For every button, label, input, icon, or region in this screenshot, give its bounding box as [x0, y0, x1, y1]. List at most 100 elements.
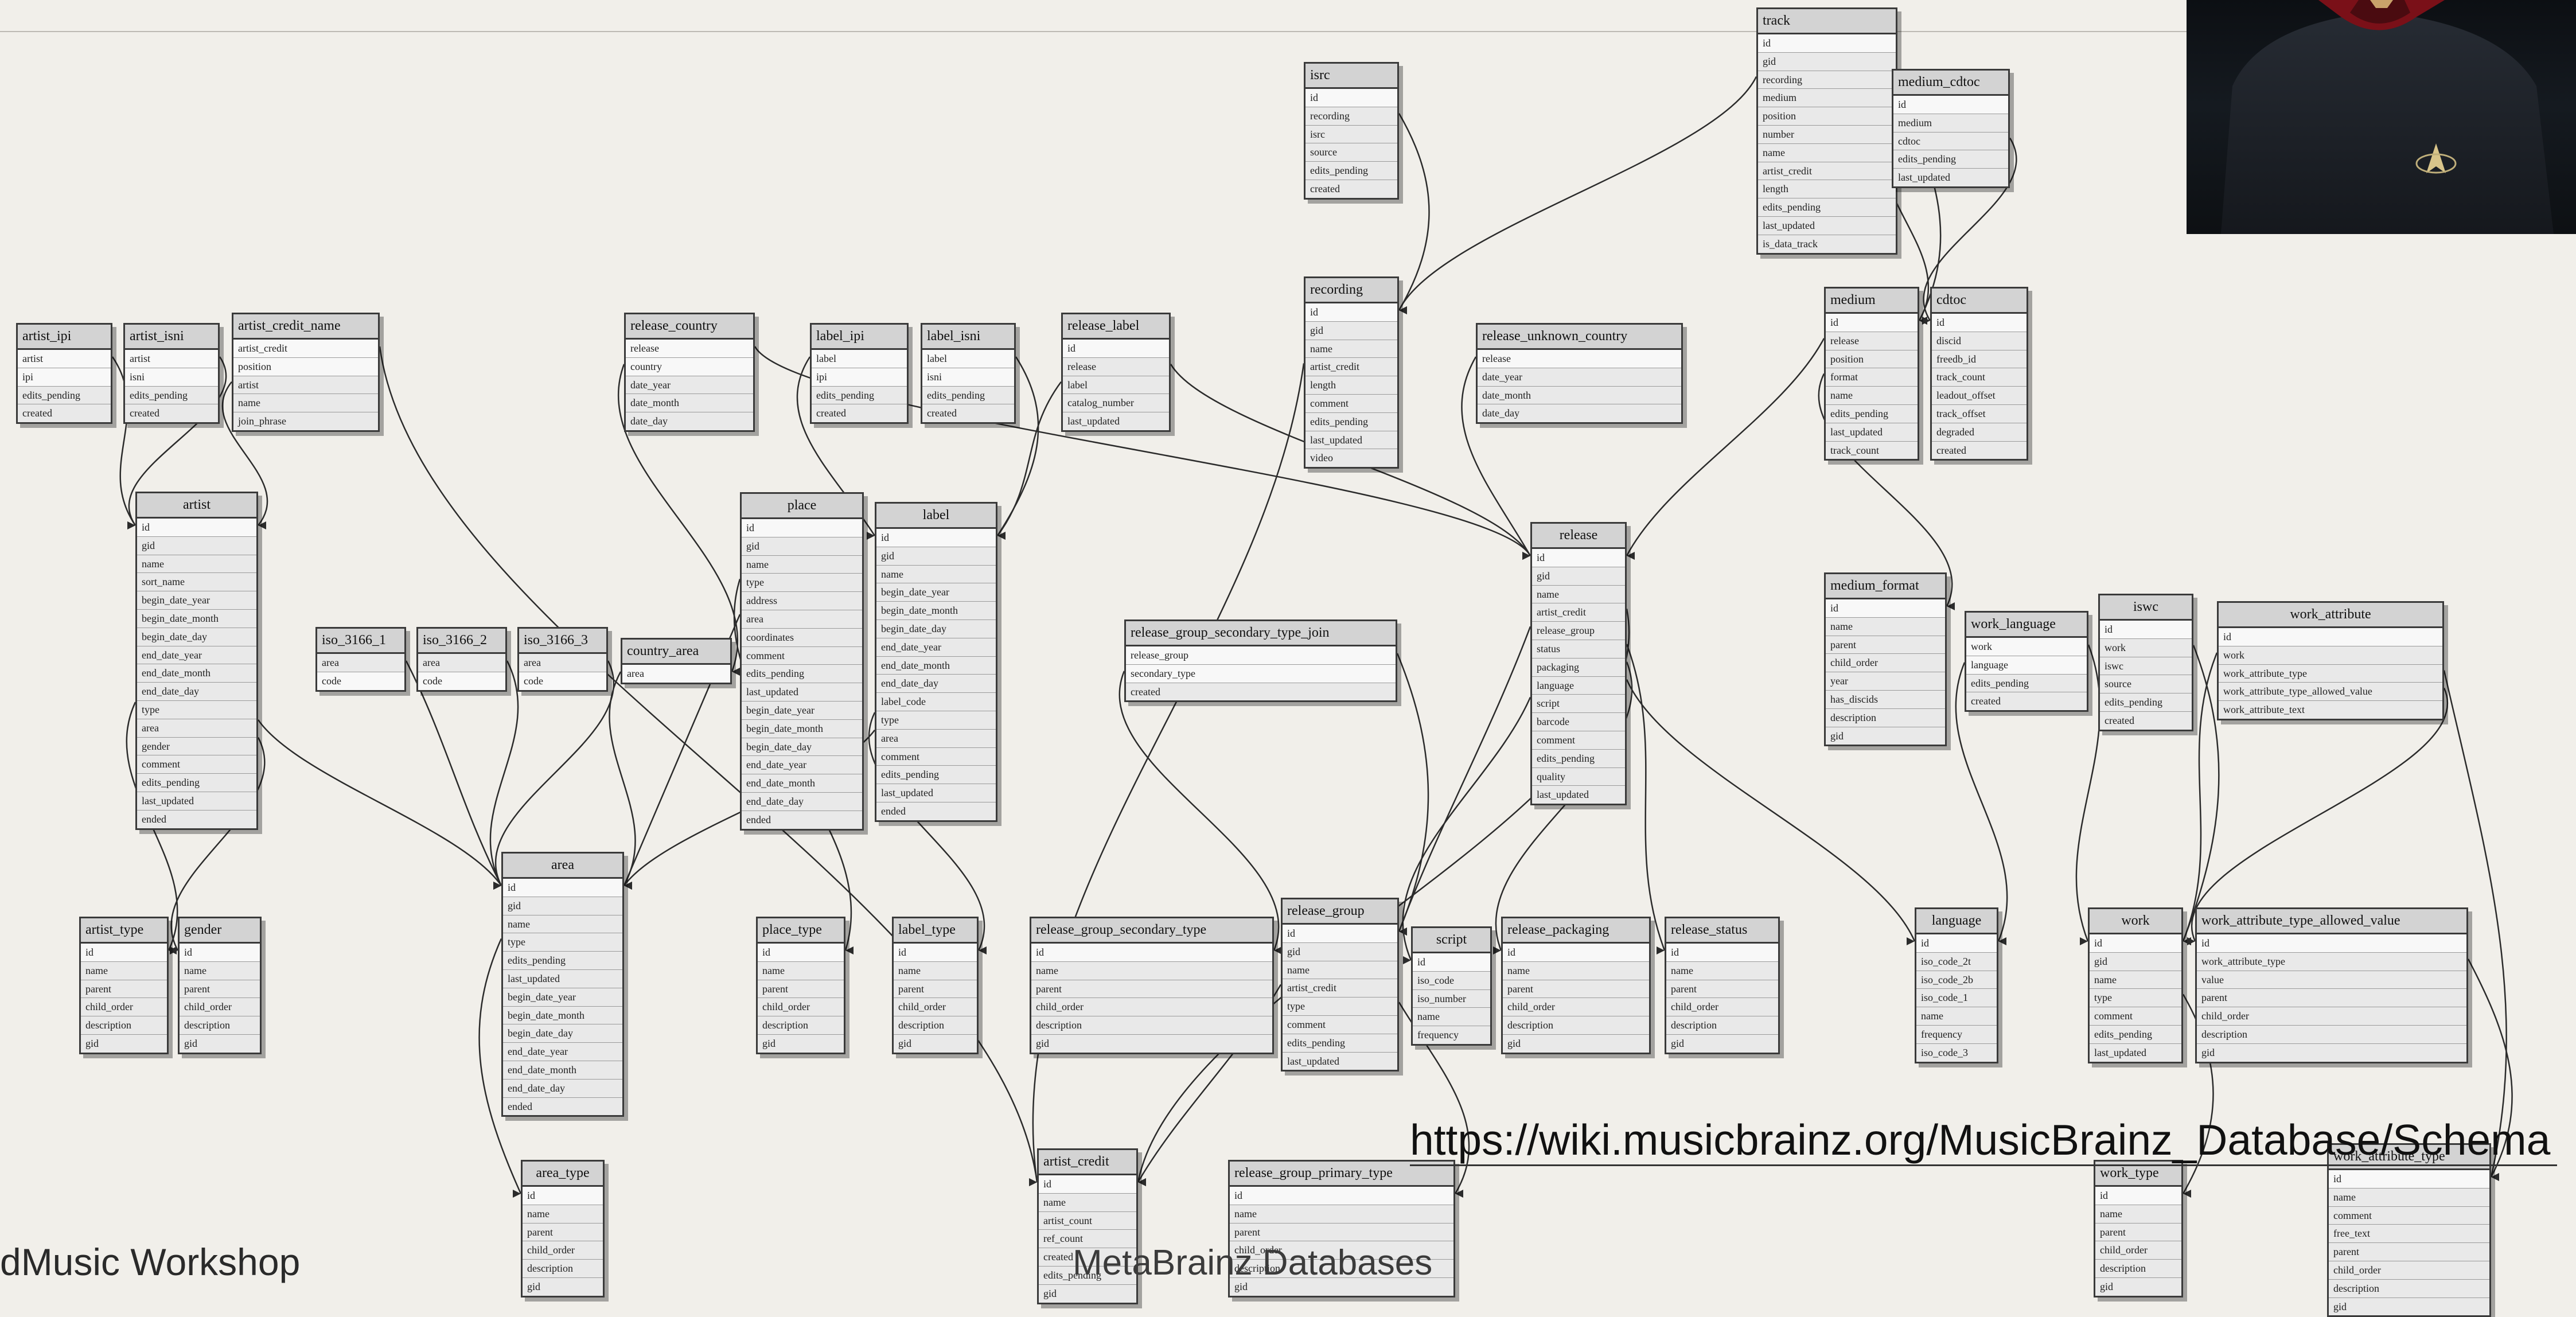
table-field: id: [2329, 1170, 2489, 1189]
table-field: length: [1305, 376, 1397, 395]
table-field: description: [894, 1016, 977, 1035]
table-field: date_year: [626, 376, 753, 395]
table-field: area: [742, 610, 862, 629]
table-field: language: [1532, 676, 1625, 695]
table-field: id: [1893, 96, 2008, 114]
table-field: comment: [1283, 1015, 1397, 1034]
table-field: gid: [1503, 1034, 1649, 1053]
table-field: end_date_year: [876, 638, 996, 657]
link-arrowhead: [493, 882, 501, 890]
table-field: child_order: [523, 1241, 603, 1260]
table-field: ended: [137, 810, 256, 828]
table-field: packaging: [1532, 658, 1625, 677]
table-field: last_updated: [1758, 216, 1896, 235]
table-field: description: [1826, 708, 1945, 727]
table-field: begin_date_month: [137, 609, 256, 628]
link-arrowhead: [493, 882, 501, 890]
table-field: created: [1932, 441, 2026, 459]
table-field: label: [812, 350, 907, 368]
table-field: code: [519, 672, 606, 690]
table-field: child_order: [894, 998, 977, 1017]
table-field: edits_pending: [18, 386, 111, 405]
table-field: language: [1966, 656, 2087, 675]
table-title: release_packaging: [1503, 918, 1649, 944]
link-arrowhead: [1522, 552, 1530, 560]
table-field: begin_date_month: [876, 602, 996, 620]
table-field: id: [894, 944, 977, 962]
table-field: edits_pending: [137, 774, 256, 792]
table-field: id: [1532, 549, 1625, 567]
table-field: end_date_month: [876, 656, 996, 675]
table-field: artist_count: [1039, 1211, 1136, 1230]
link-arrowhead: [1947, 602, 1955, 610]
table-field: edits_pending: [125, 386, 218, 405]
table-field: iso_code_1: [1916, 989, 1997, 1008]
table-field: gid: [1826, 727, 1945, 745]
table-title: iso_3166_2: [418, 629, 505, 654]
table-field: comment: [1305, 394, 1397, 413]
table-field: name: [81, 961, 167, 980]
table-field: area: [876, 729, 996, 748]
table-field: begin_date_day: [876, 619, 996, 638]
table-title: release_group: [1283, 899, 1397, 925]
table-field: area: [137, 719, 256, 738]
table-field: frequency: [1916, 1025, 1997, 1044]
table-field: name: [1305, 340, 1397, 359]
table-field: begin_date_year: [503, 988, 622, 1007]
table-field: work_attribute_type: [2219, 664, 2442, 683]
table-field: last_updated: [137, 792, 256, 811]
table-field: end_date_month: [503, 1061, 622, 1080]
table-field: iswc: [2100, 657, 2192, 676]
table-field: position: [233, 357, 378, 376]
table-field: edits_pending: [1826, 404, 1918, 423]
table-field: iso_code_3: [1916, 1043, 1997, 1062]
table-field: code: [317, 672, 404, 690]
table-field: last_updated: [1283, 1052, 1397, 1070]
table-title: work_attribute_type_allowed_value: [2197, 909, 2466, 934]
table-field: last_updated: [1826, 423, 1918, 442]
table-field: work: [1966, 638, 2087, 656]
table-field: name: [1230, 1205, 1453, 1224]
table-field: ipi: [812, 368, 907, 387]
table-field: name: [758, 961, 844, 980]
table-field: ended: [742, 811, 862, 829]
link-arrowhead: [2183, 937, 2191, 945]
table-field: begin_date_month: [503, 1006, 622, 1025]
table-field: isni: [125, 368, 218, 387]
schema-url[interactable]: https://wiki.musicbrainz.org/MusicBrainz…: [1410, 1116, 2551, 1164]
table-title: script: [1413, 928, 1490, 953]
table-field: track_offset: [1932, 404, 2026, 423]
table-field: name: [894, 961, 977, 980]
table-field: date_day: [1478, 404, 1681, 423]
table-field: parent: [1666, 980, 1778, 999]
table-field: edits_pending: [1758, 198, 1896, 217]
table-title: cdtoc: [1932, 289, 2026, 314]
table-field: created: [18, 404, 111, 423]
table-field: join_phrase: [233, 412, 378, 430]
table-field: gid: [894, 1034, 977, 1053]
table-field: end_date_year: [137, 646, 256, 665]
table-field: type: [1283, 998, 1397, 1016]
table-field: discid: [1932, 332, 2026, 350]
table-field: track_count: [1932, 368, 2026, 387]
link-arrowhead: [2080, 937, 2088, 945]
table-field: end_date_day: [503, 1079, 622, 1098]
link-arrowhead: [1922, 317, 1930, 325]
link-arrowhead: [493, 882, 501, 890]
table-field: label_code: [876, 693, 996, 711]
table-field: name: [1283, 961, 1397, 980]
link-arrowhead: [624, 882, 632, 890]
table-field: end_date_year: [503, 1043, 622, 1061]
table-field: name: [1503, 961, 1649, 980]
table-field: date_month: [1478, 386, 1681, 405]
